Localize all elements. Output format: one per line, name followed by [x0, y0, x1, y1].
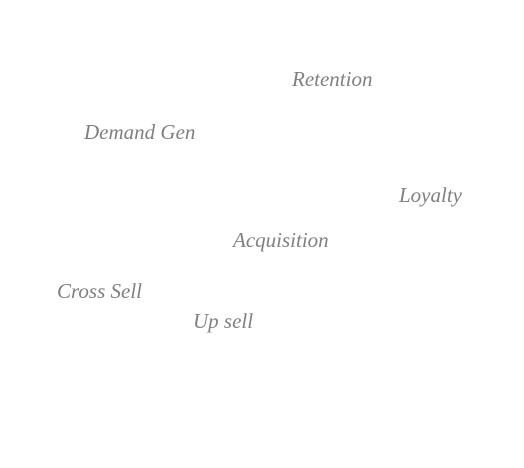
word-retention: Retention [292, 67, 373, 91]
word-demand-gen: Demand Gen [84, 120, 196, 144]
word-cross-sell: Cross Sell [57, 279, 142, 303]
word-acquisition: Acquisition [233, 228, 329, 252]
word-loyalty: Loyalty [399, 183, 462, 207]
word-up-sell: Up sell [193, 309, 254, 333]
